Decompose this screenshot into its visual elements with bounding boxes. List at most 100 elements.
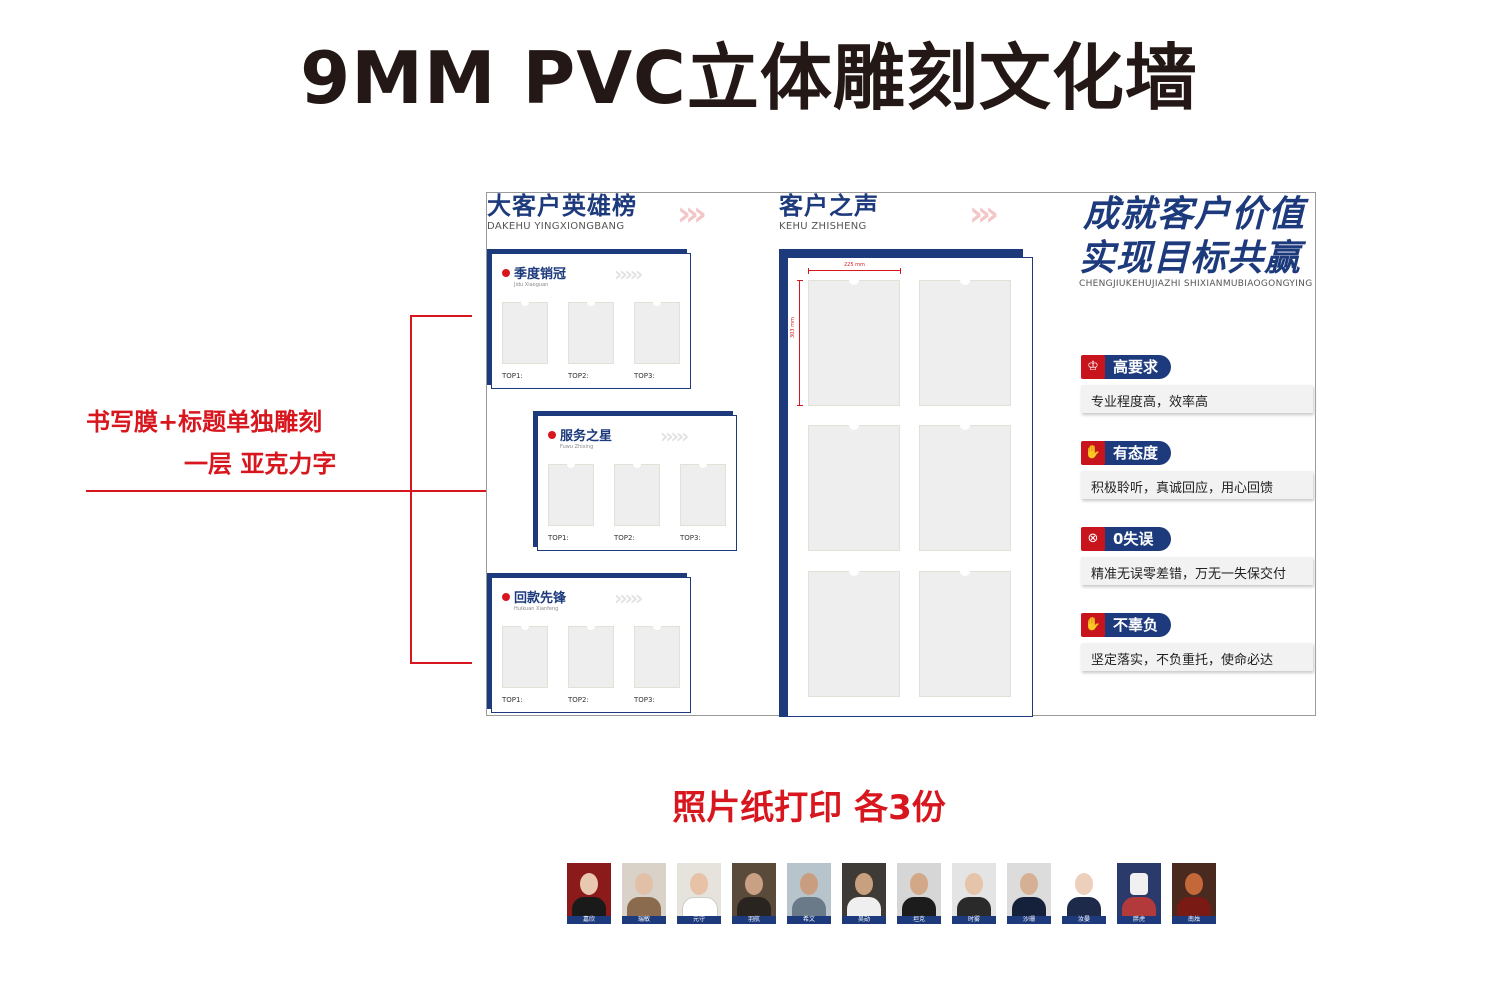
staff-photo: 胖虎 xyxy=(1117,863,1161,924)
value-desc-box: 精准无误零差错，万无一失保交付 xyxy=(1081,557,1313,585)
chevron-decoration-icon: ››› xyxy=(677,194,707,234)
top-label: TOP3: xyxy=(634,696,655,704)
photo-caption: 元守 xyxy=(677,916,721,924)
voice-photo-slot xyxy=(919,425,1011,551)
value-pill-attitude: ✋ 有态度 xyxy=(1081,441,1171,465)
slogan-line1: 成就客户价值 xyxy=(1083,194,1306,235)
photo-slot xyxy=(634,302,680,364)
value-desc: 积极聆听，真诚回应，用心回馈 xyxy=(1091,481,1274,496)
top-label: TOP1: xyxy=(502,696,523,704)
staff-photo: 希文 xyxy=(787,863,831,924)
voice-photo-slot xyxy=(808,280,900,406)
section-title-voice: 客户之声 xyxy=(779,192,879,220)
value-desc-box: 专业程度高，效率高 xyxy=(1081,385,1313,413)
photo-print-note: 照片纸打印 各3份 xyxy=(672,788,946,828)
dimension-tick xyxy=(900,268,901,274)
top-label: TOP2: xyxy=(568,696,589,704)
dimension-height-label: 303 mm xyxy=(790,317,796,338)
top-label: TOP2: xyxy=(614,534,635,542)
note-acrylic-layer: 一层 亚克力字 xyxy=(184,450,337,478)
dimension-tick xyxy=(797,405,803,406)
card-title: 季度销冠 xyxy=(514,267,567,282)
red-dot-icon xyxy=(502,593,510,601)
photo-caption: 胖虎 xyxy=(1117,916,1161,924)
dimension-tick xyxy=(797,280,803,281)
chevron-decoration-icon: ››››› xyxy=(614,586,643,610)
chevron-decoration-icon: ››› xyxy=(969,194,999,234)
top-label: TOP3: xyxy=(634,372,655,380)
annotation-bracket-bottom xyxy=(410,662,472,664)
section-title-heroes: 大客户英雄榜 xyxy=(487,192,637,220)
photo-caption: 坦克 xyxy=(897,916,941,924)
staff-photo: 时雾 xyxy=(952,863,996,924)
hand-icon: ✋ xyxy=(1081,613,1105,637)
staff-photo: 沙珊 xyxy=(1007,863,1051,924)
photo-slot xyxy=(614,464,660,526)
photo-caption: 希文 xyxy=(787,916,831,924)
staff-photo: 汝晏 xyxy=(1062,863,1106,924)
voice-panel: 225 mm 303 mm xyxy=(787,257,1033,717)
staff-photo: 嘉欣 xyxy=(567,863,611,924)
red-dot-icon xyxy=(548,431,556,439)
staff-photo: 坦克 xyxy=(897,863,941,924)
card-subtitle: Huikuan Xianfeng xyxy=(514,606,559,612)
culture-wall-board: 大客户英雄榜 DAKEHU YINGXIONGBANG ››› 客户之声 KEH… xyxy=(486,192,1316,717)
photo-caption: 羽航 xyxy=(732,916,776,924)
photo-slot xyxy=(548,464,594,526)
dimension-line-width xyxy=(808,270,900,271)
red-dot-icon xyxy=(502,269,510,277)
chevron-decoration-icon: ››››› xyxy=(660,424,689,448)
photo-slot xyxy=(568,302,614,364)
top-label: TOP1: xyxy=(502,372,523,380)
top-label: TOP1: xyxy=(548,534,569,542)
thumbs-up-icon: ✋ xyxy=(1081,441,1105,465)
voice-photo-slot xyxy=(808,571,900,697)
value-label: 有态度 xyxy=(1113,444,1159,462)
value-desc: 专业程度高，效率高 xyxy=(1091,395,1209,410)
voice-photo-slot xyxy=(919,280,1011,406)
photo-slot xyxy=(502,626,548,688)
staff-photo: 南烛 xyxy=(1172,863,1216,924)
card-quarter-champion: 季度销冠 Jidu Xiaoguan ››››› TOP1: TOP2: TOP… xyxy=(487,249,691,389)
value-pill-zero-error: ⊗ 0失误 xyxy=(1081,527,1171,551)
photo-slot xyxy=(568,626,614,688)
value-pill-high-standard: ♔ 高要求 xyxy=(1081,355,1171,379)
dimension-line-height xyxy=(799,280,800,406)
photo-caption: 时雾 xyxy=(952,916,996,924)
top-label: TOP2: xyxy=(568,372,589,380)
card-subtitle: Fuwu Zhixing xyxy=(560,444,594,450)
photo-slot xyxy=(634,626,680,688)
slogan-line2: 实现目标共赢 xyxy=(1079,238,1302,279)
close-circle-icon: ⊗ xyxy=(1081,527,1105,551)
photo-caption: 嘉欣 xyxy=(567,916,611,924)
chevron-decoration-icon: ››››› xyxy=(614,262,643,286)
staff-photo: 昊勋 xyxy=(842,863,886,924)
note-film-engraving: 书写膜+标题单独雕刻 xyxy=(86,408,323,436)
value-label: 0失误 xyxy=(1113,530,1154,548)
voice-photo-slot xyxy=(919,571,1011,697)
card-title: 回款先锋 xyxy=(514,591,567,606)
card-title: 服务之星 xyxy=(560,429,613,444)
card-subtitle: Jidu Xiaoguan xyxy=(514,282,549,288)
value-label: 不辜负 xyxy=(1113,616,1159,634)
card-service-star: 服务之星 Fuwu Zhixing ››››› TOP1: TOP2: TOP3… xyxy=(533,411,737,551)
staff-photo: 羽航 xyxy=(732,863,776,924)
staff-photo: 元守 xyxy=(677,863,721,924)
page-title: 9MM PVC立体雕刻文化墙 xyxy=(300,36,1198,120)
value-label: 高要求 xyxy=(1113,358,1159,376)
value-desc: 精准无误零差错，万无一失保交付 xyxy=(1091,567,1287,582)
section-subtitle-voice: KEHU ZHISHENG xyxy=(779,221,867,232)
dimension-tick xyxy=(808,268,809,274)
photo-slot xyxy=(502,302,548,364)
dimension-width-label: 225 mm xyxy=(844,262,865,268)
photo-caption: 昊勋 xyxy=(842,916,886,924)
value-desc: 坚定落实，不负重托，使命必达 xyxy=(1091,653,1274,668)
value-desc-box: 坚定落实，不负重托，使命必达 xyxy=(1081,643,1313,671)
annotation-line-horizontal xyxy=(86,490,544,492)
slogan-pinyin: CHENGJIUKEHUJIAZHI SHIXIANMUBIAOGONGYING xyxy=(1079,279,1313,289)
photo-caption: 汝晏 xyxy=(1062,916,1106,924)
annotation-bracket-top xyxy=(410,315,472,317)
section-subtitle-heroes: DAKEHU YINGXIONGBANG xyxy=(487,221,625,232)
photo-slot xyxy=(680,464,726,526)
photo-caption: 沙珊 xyxy=(1007,916,1051,924)
